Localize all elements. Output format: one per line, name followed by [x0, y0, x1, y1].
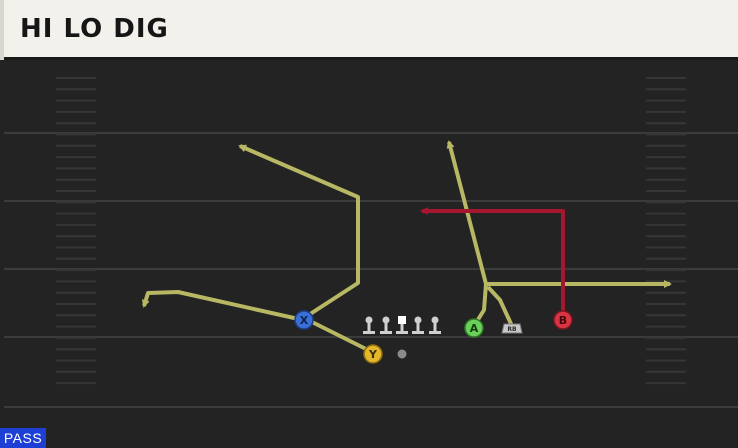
hash-marks	[56, 77, 686, 385]
play-type-badge: PASS	[0, 428, 46, 448]
red-circle-icon	[553, 310, 573, 330]
route-y-out	[141, 290, 373, 354]
play-title-bar: HI LO DIG	[0, 0, 738, 60]
route-rb-block	[486, 285, 514, 327]
player-b-label: B	[559, 314, 567, 327]
offensive-line	[363, 316, 441, 334]
running-back-shield-icon	[501, 323, 523, 334]
route-b-dig	[420, 207, 565, 318]
quarterback-dot-icon	[397, 349, 407, 359]
center-icon	[396, 316, 408, 334]
yard-lines	[4, 132, 738, 408]
player-x-label: X	[300, 314, 309, 327]
play-title: HI LO DIG	[20, 14, 169, 44]
player-rb-label: RB	[507, 326, 517, 333]
player-a-label: A	[470, 322, 479, 335]
player-y-label: Y	[368, 348, 378, 361]
player-rb[interactable]: RB	[501, 323, 523, 334]
green-circle-icon	[464, 318, 484, 338]
title-bar-accent	[0, 0, 4, 60]
route-x-corner	[238, 144, 360, 320]
lineman-icon	[412, 316, 424, 334]
player-x[interactable]: X	[294, 310, 314, 330]
route-a-post	[446, 140, 488, 328]
lineman-icon	[363, 316, 375, 334]
lineman-icon	[380, 316, 392, 334]
player-y[interactable]: Y	[363, 344, 383, 364]
blue-circle-icon	[294, 310, 314, 330]
yellow-circle-icon	[363, 344, 383, 364]
player-a[interactable]: A	[464, 318, 484, 338]
routes	[141, 140, 672, 354]
lineman-icon	[429, 316, 441, 334]
player-b[interactable]: B	[553, 310, 573, 330]
